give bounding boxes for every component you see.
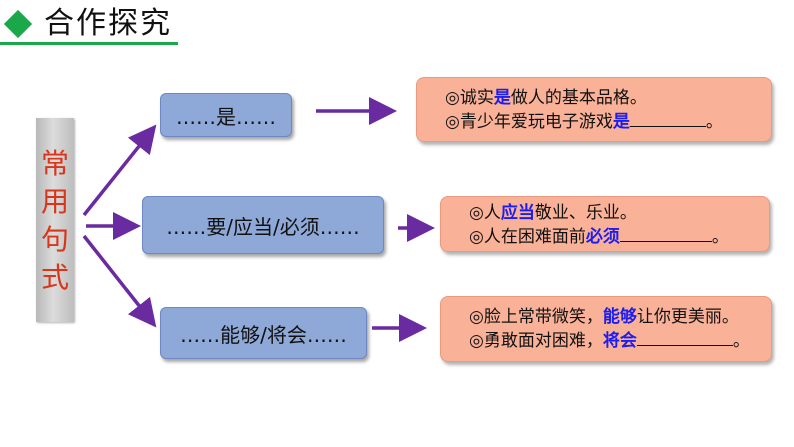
example-text: 。 [705, 112, 723, 132]
keyword: 是 [493, 88, 511, 108]
example-box-3: ◎脸上常带微笑，能够让你更美丽。 ◎勇敢面对困难，将会 。 [440, 296, 772, 362]
keyword: 将会 [602, 331, 637, 351]
example-text: ◎青少年爱玩电子游戏 [445, 112, 613, 132]
example-text: ◎脸上常带微笑， [469, 307, 603, 327]
side-label-char: 常 [40, 147, 69, 180]
side-label-char: 式 [40, 261, 69, 294]
example-box-1: ◎诚实是做人的基本品格。 ◎青少年爱玩电子游戏是。 [416, 77, 772, 142]
example-line: ◎诚实是做人的基本品格。 [445, 86, 771, 110]
keyword: 必须 [585, 227, 620, 247]
example-text: 。 [711, 227, 729, 247]
header: 合作探究 [0, 0, 794, 48]
example-box-2: ◎人应当敬业、乐业。 ◎人在困难面前必须 。 [440, 196, 770, 252]
fill-blank [619, 226, 712, 242]
side-label-box: 常 用 句 式 [36, 118, 74, 322]
example-text: 做人的基本品格。 [510, 88, 647, 108]
example-line: ◎脸上常带微笑，能够让你更美丽。 [469, 305, 771, 329]
keyword: 能够 [602, 307, 637, 327]
keyword: 应当 [500, 203, 535, 223]
example-text: ◎人在困难面前 [469, 227, 586, 247]
example-text: ◎勇敢面对困难， [469, 331, 603, 351]
example-line: ◎勇敢面对困难，将会 。 [469, 329, 771, 353]
fill-blank [629, 111, 706, 127]
example-text: 敬业、乐业。 [534, 203, 637, 223]
example-text: ◎人 [469, 203, 501, 223]
branch-arrow-bottom [82, 234, 157, 328]
example-line: ◎人应当敬业、乐业。 [469, 201, 769, 225]
example-line: ◎青少年爱玩电子游戏是 。 [445, 110, 771, 134]
fill-blank [636, 330, 733, 346]
branch-arrow-top [82, 124, 157, 217]
title-underline [0, 42, 178, 45]
side-label-char: 句 [40, 223, 69, 256]
example-text: 。 [732, 331, 750, 351]
pattern-box-yao: ……要/应当/必须…… [142, 196, 384, 254]
pattern-box-nenggou: ……能够/将会…… [160, 307, 367, 359]
example-line: ◎人在困难面前必须 。 [469, 225, 769, 249]
pattern-box-shi: ……是…… [160, 93, 292, 137]
example-text: ◎诚实 [445, 88, 494, 108]
example-text: 让你更美丽。 [636, 307, 739, 327]
page-title: 合作探究 [44, 6, 172, 41]
keyword: 是 [612, 112, 630, 132]
side-label-char: 用 [40, 185, 69, 218]
